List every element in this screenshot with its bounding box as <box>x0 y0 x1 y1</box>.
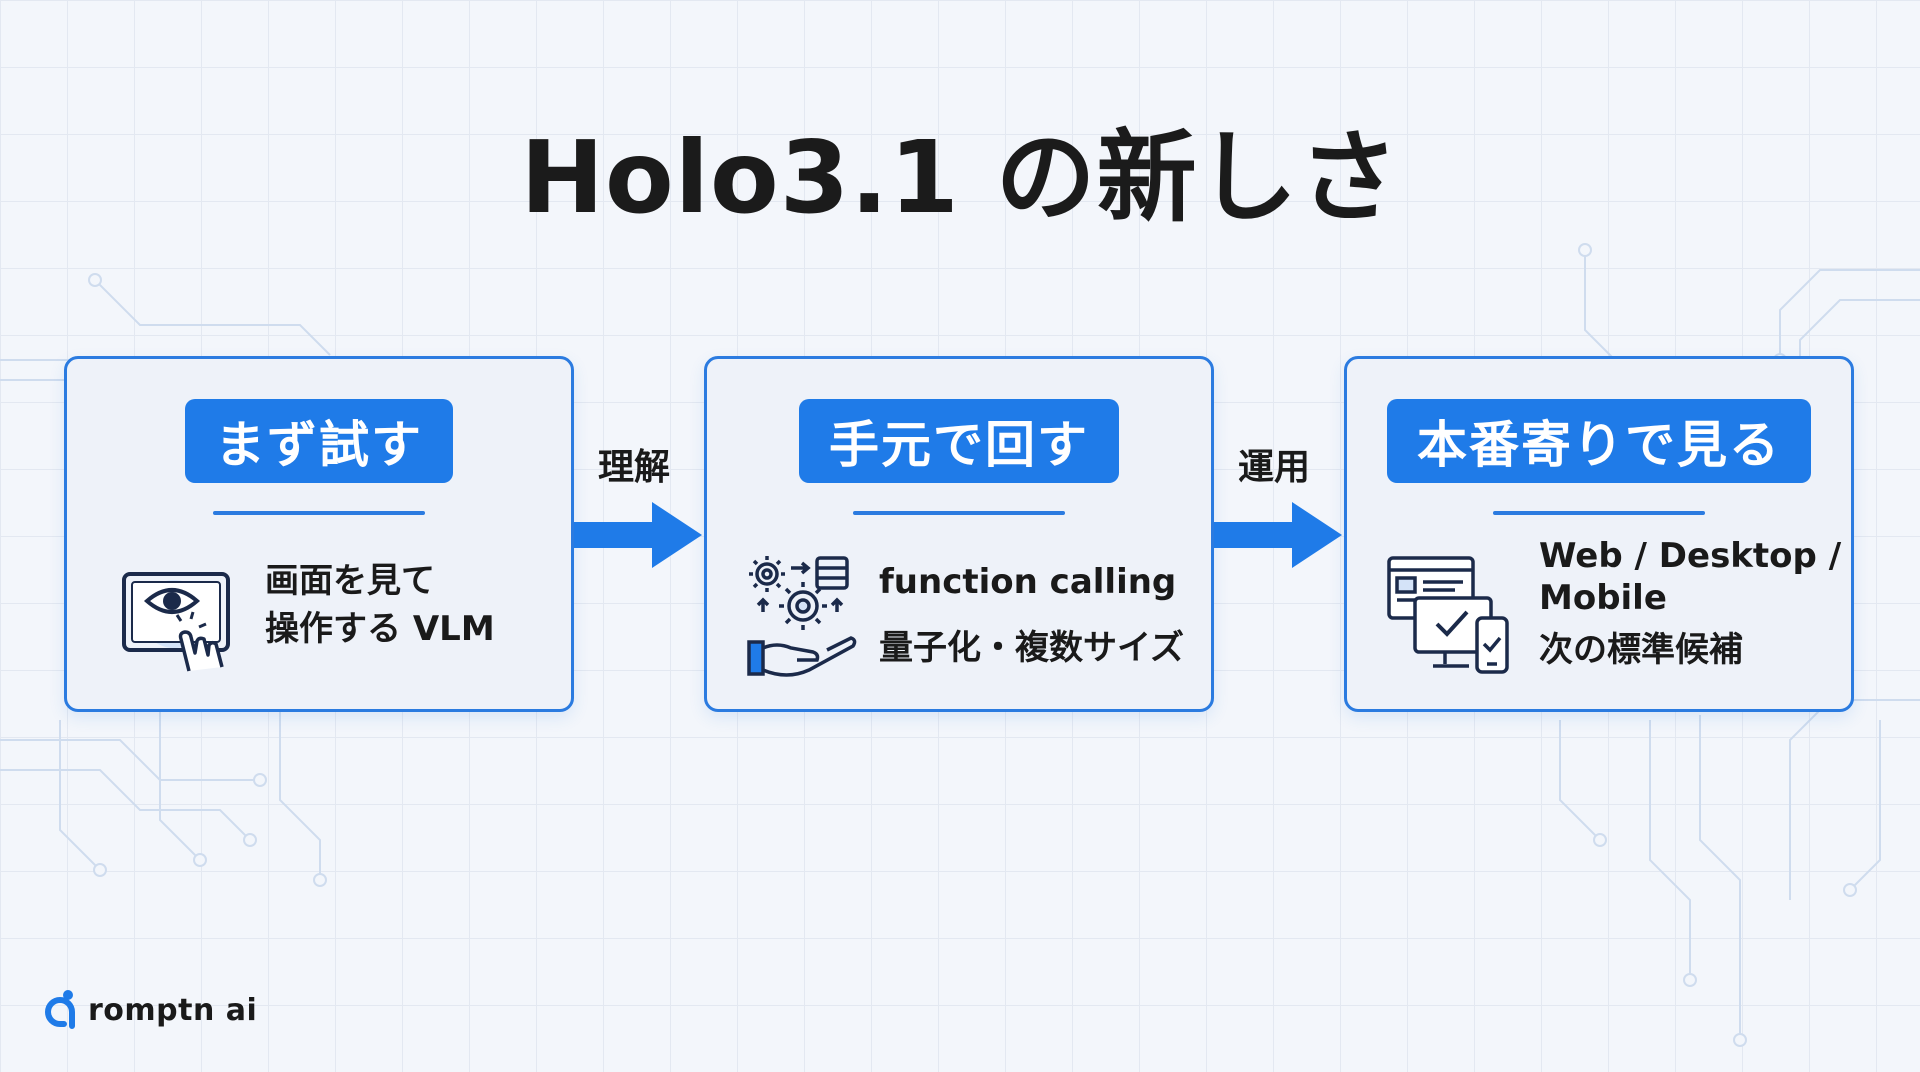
step-label: 手元で回す <box>799 399 1119 483</box>
divider <box>1493 511 1705 515</box>
description-line: 量子化・複数サイズ <box>879 628 1184 668</box>
arrow-right-icon <box>1214 502 1342 568</box>
description-line: Web / Desktop / <box>1539 536 1842 576</box>
multi-device-icon <box>1387 556 1509 674</box>
arrow-label-operate: 運用 <box>1238 447 1311 488</box>
description-line: 次の標準候補 <box>1539 630 1743 670</box>
description-line: Mobile <box>1539 578 1667 618</box>
logo-text: romptn ai <box>88 992 258 1028</box>
description-line: 操作する VLM <box>265 609 495 649</box>
arrow-right-icon <box>574 502 702 568</box>
step-card-production: 本番寄りで見る Web / Desktop / Mobile 次の標準候補 <box>1344 356 1854 712</box>
description-line: function calling <box>879 562 1177 602</box>
step-card-try: まず試す 画面を見て 操作する VLM <box>64 356 574 712</box>
arrow-label-understand: 理解 <box>598 447 671 488</box>
step-label: まず試す <box>185 399 453 483</box>
brand-logo: romptn ai <box>42 990 257 1030</box>
description-line: 画面を見て <box>265 561 435 601</box>
gear-hand-icon <box>747 556 857 677</box>
step-card-run-locally: 手元で回す function calling 量子化・複数サイズ <box>704 356 1214 712</box>
romptn-logo-icon <box>45 990 75 1029</box>
step-description: Web / Desktop / Mobile 次の標準候補 <box>1539 535 1841 671</box>
step-description: function calling 量子化・複数サイズ <box>879 549 1184 681</box>
step-description: 画面を見て 操作する VLM <box>265 557 495 653</box>
divider <box>213 511 425 515</box>
page-title: Holo3.1 の新しさ <box>520 119 1400 236</box>
step-label: 本番寄りで見る <box>1387 399 1811 483</box>
divider <box>853 511 1065 515</box>
eye-touch-screen-icon <box>122 572 230 672</box>
